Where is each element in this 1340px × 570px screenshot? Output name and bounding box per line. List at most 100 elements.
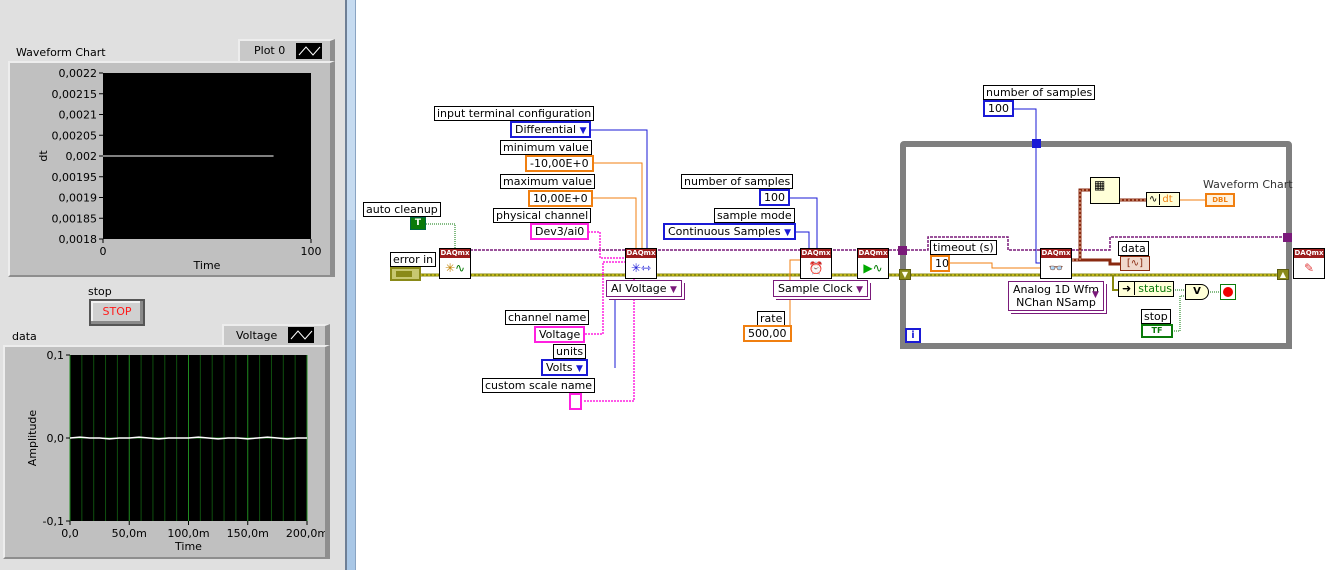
channel-name-label: channel name <box>505 310 590 325</box>
loop-number-of-samples-label: number of samples <box>983 85 1096 100</box>
sample-clock-selector[interactable]: Sample Clock ▼ <box>773 280 869 297</box>
selector-line-1: Analog 1D Wfm <box>1013 283 1099 296</box>
waveform-chart-svg: 0,00220,002150,00210,002050,0020,001950,… <box>37 67 322 272</box>
y-tick-label: 0,00195 <box>52 171 98 184</box>
x-tick-label: 150,0m <box>227 527 269 540</box>
x-tick-label: 0 <box>100 245 107 258</box>
data-terminal-label: data <box>1118 241 1149 256</box>
custom-scale-name-label: custom scale name <box>482 378 596 393</box>
x-tick-label: 50,0m <box>112 527 147 540</box>
daqmx-create-channel-vi[interactable]: DAQmx ✳⇿ <box>625 248 657 279</box>
vi-header: DAQmx <box>626 249 656 258</box>
waveform-icon: ∿ <box>1149 194 1158 205</box>
daqmx-start-task-vi[interactable]: DAQmx ▶∿ <box>857 248 889 279</box>
daqmx-timing-vi[interactable]: DAQmx ⏰ <box>800 248 832 279</box>
stop-button[interactable]: STOP <box>89 299 145 326</box>
waveform-chart-terminal[interactable]: DBL <box>1205 193 1235 207</box>
units-ring[interactable]: Volts ▼ <box>541 359 588 376</box>
read-type-selector[interactable]: Analog 1D Wfm NChan NSamp ▼ <box>1008 281 1104 311</box>
shift-register-left: ▼ <box>899 269 911 280</box>
waveform-chart-terminal-label: Waveform Chart <box>1203 178 1293 191</box>
selector-value: Sample Clock <box>778 282 853 295</box>
dt-element: dt <box>1159 194 1173 205</box>
selector-line-2: NChan NSamp <box>1016 296 1096 309</box>
channel-name-constant[interactable]: Voltage <box>534 326 586 343</box>
pane-splitter[interactable] <box>345 0 356 570</box>
rate-constant[interactable]: 500,00 <box>743 325 792 342</box>
y-tick-label: 0,00185 <box>52 212 98 225</box>
or-function[interactable]: V <box>1185 284 1209 300</box>
timing-number-of-samples-constant[interactable]: 100 <box>759 189 790 206</box>
dropdown-arrow-icon: ▼ <box>856 285 864 295</box>
x-tick-label: 0,0 <box>61 527 79 540</box>
x-tick-label: 100 <box>301 245 322 258</box>
daqmx-read-vi[interactable]: DAQmx 👓 <box>1040 248 1072 279</box>
legend-plot-name: Plot 0 <box>254 44 286 57</box>
custom-scale-name-constant[interactable] <box>569 393 582 410</box>
physical-channel-label: physical channel <box>493 208 592 223</box>
waveform-chart-legend[interactable]: Plot 0 <box>238 39 335 61</box>
iteration-terminal: i <box>905 328 921 343</box>
ring-value: Volts <box>546 361 573 374</box>
stop-terminal[interactable]: TF <box>1141 324 1173 338</box>
stop-if-true-icon <box>1223 287 1233 297</box>
units-label: units <box>553 344 587 359</box>
dt-unbundle[interactable]: ∿dt <box>1146 192 1180 207</box>
timing-number-of-samples-label: number of samples <box>681 174 794 189</box>
waveform-array-icon: [∿] <box>1126 258 1144 269</box>
unbundle-status-node[interactable]: ➜status <box>1118 281 1174 297</box>
shift-register-right: ▲ <box>1277 269 1289 280</box>
task-tunnel-in <box>898 246 907 255</box>
y-tick-label: 0,00215 <box>52 88 98 101</box>
y-axis-label: dt <box>37 150 50 162</box>
loop-number-of-samples-constant[interactable]: 100 <box>983 100 1014 117</box>
sample-mode-ring[interactable]: Continuous Samples ▼ <box>663 223 797 240</box>
dropdown-arrow-icon: ▼ <box>670 285 677 295</box>
create-task-icon: ✳∿ <box>444 261 466 275</box>
minimum-value-constant[interactable]: -10,00E+0 <box>525 155 594 172</box>
ring-value: Differential <box>515 123 577 136</box>
maximum-value-constant[interactable]: 10,00E+0 <box>528 190 593 207</box>
y-tick-label: 0,0022 <box>59 67 98 80</box>
data-graph-terminal[interactable]: [∿] <box>1120 256 1150 271</box>
selector-value: AI Voltage <box>611 282 667 295</box>
error-in-label: error in <box>390 252 437 267</box>
legend-plot-name: Voltage <box>236 329 278 342</box>
daqmx-clear-task-vi[interactable]: DAQmx ✎ <box>1293 248 1325 279</box>
y-tick-label: -0,1 <box>43 515 64 528</box>
auto-cleanup-constant[interactable]: T <box>410 217 426 230</box>
y-tick-label: 0,0 <box>47 432 65 445</box>
waveform-chart-label: Waveform Chart <box>16 46 106 59</box>
y-tick-label: 0,0019 <box>59 192 98 205</box>
input-terminal-configuration-ring[interactable]: Differential ▼ <box>510 121 592 138</box>
series-line-voltage <box>69 436 307 440</box>
daqmx-create-task-vi[interactable]: DAQmx ✳∿ <box>439 248 471 279</box>
x-tick-label: 200,0m <box>286 527 325 540</box>
task-tunnel-out <box>1283 233 1292 242</box>
loop-condition-terminal[interactable] <box>1220 284 1236 300</box>
ai-voltage-selector[interactable]: AI Voltage ▼ <box>606 280 682 297</box>
data-graph-legend[interactable]: Voltage <box>222 324 330 345</box>
status-element: status <box>1138 282 1173 295</box>
vi-header: DAQmx <box>801 249 831 258</box>
rate-label: rate <box>757 311 786 326</box>
clock-icon: ⏰ <box>808 261 824 275</box>
dropdown-arrow-icon: ▼ <box>579 126 587 136</box>
get-waveform-components-node[interactable]: ▦ <box>1090 177 1120 204</box>
error-cluster-icon <box>396 271 412 277</box>
vi-header: DAQmx <box>440 249 470 258</box>
error-in-control[interactable] <box>390 267 421 281</box>
vi-header: DAQmx <box>1294 249 1324 258</box>
y-tick-label: 0,00205 <box>52 129 98 142</box>
timeout-constant[interactable]: 10 <box>930 255 950 272</box>
while-loop[interactable] <box>900 141 1292 349</box>
arrow-right-icon: ➜ <box>1119 282 1136 295</box>
maximum-value-label: maximum value <box>500 174 595 189</box>
physical-channel-constant[interactable]: Dev3/ai0 <box>530 223 590 240</box>
y-tick-label: 0,0021 <box>59 109 98 122</box>
plot-line-icon <box>288 327 314 343</box>
dropdown-arrow-icon: ▼ <box>576 364 583 374</box>
minimum-value-label: minimum value <box>500 140 592 155</box>
